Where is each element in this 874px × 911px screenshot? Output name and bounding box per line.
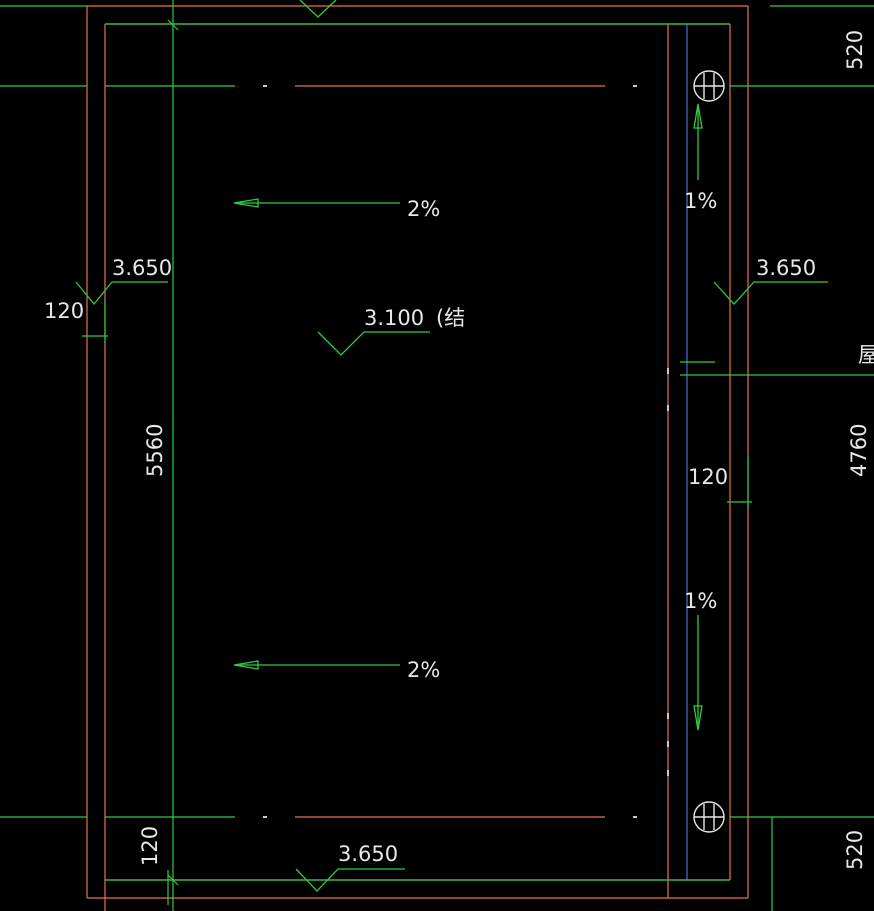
elevation-center: 3.100 [364,306,424,330]
left-dim-tick-top [167,19,179,31]
dim-left-span: 5560 [143,424,167,477]
elevation-left: 3.650 [112,256,172,280]
elevation-bottom: 3.650 [338,842,398,866]
elevation-center-note: (结 [436,306,465,330]
elevation-marker-bottom [295,868,405,892]
break-marks [263,85,669,818]
dim-right-bottom: 520 [843,830,867,870]
elevation-marker-center [317,331,430,356]
dim-right-mid: 4760 [847,424,871,477]
elevation-right: 3.650 [756,256,816,280]
left-dim-tick-bottom [167,874,179,886]
dim-right-top: 520 [843,30,867,70]
slope-arrow-lower-head [233,660,259,670]
dim-right-wall: 120 [688,465,728,489]
roof-drain-bottom-icon [693,801,725,833]
slope-arrow-upper-head [233,198,259,208]
slope-label-right-upper: 1% [684,189,717,213]
slope-arrow-right-lower-head [693,705,703,731]
elevation-markers [75,0,828,892]
slope-label-right-lower: 1% [684,589,717,613]
slope-arrows [233,103,703,731]
wall-outlines [86,5,749,911]
edge-text-fragment: 屋 [858,343,874,367]
elevation-marker-left [75,281,168,306]
dim-bottom-wall: 120 [138,826,162,866]
slope-arrow-right-upper-head [693,103,703,129]
dim-left-wall: 120 [44,299,84,323]
roof-drain-top-icon [693,70,725,102]
slope-label-upper: 2% [407,197,440,221]
slope-label-lower: 2% [407,658,440,682]
elevation-marker-top-fragment [299,0,337,18]
elevation-marker-right [713,281,828,305]
